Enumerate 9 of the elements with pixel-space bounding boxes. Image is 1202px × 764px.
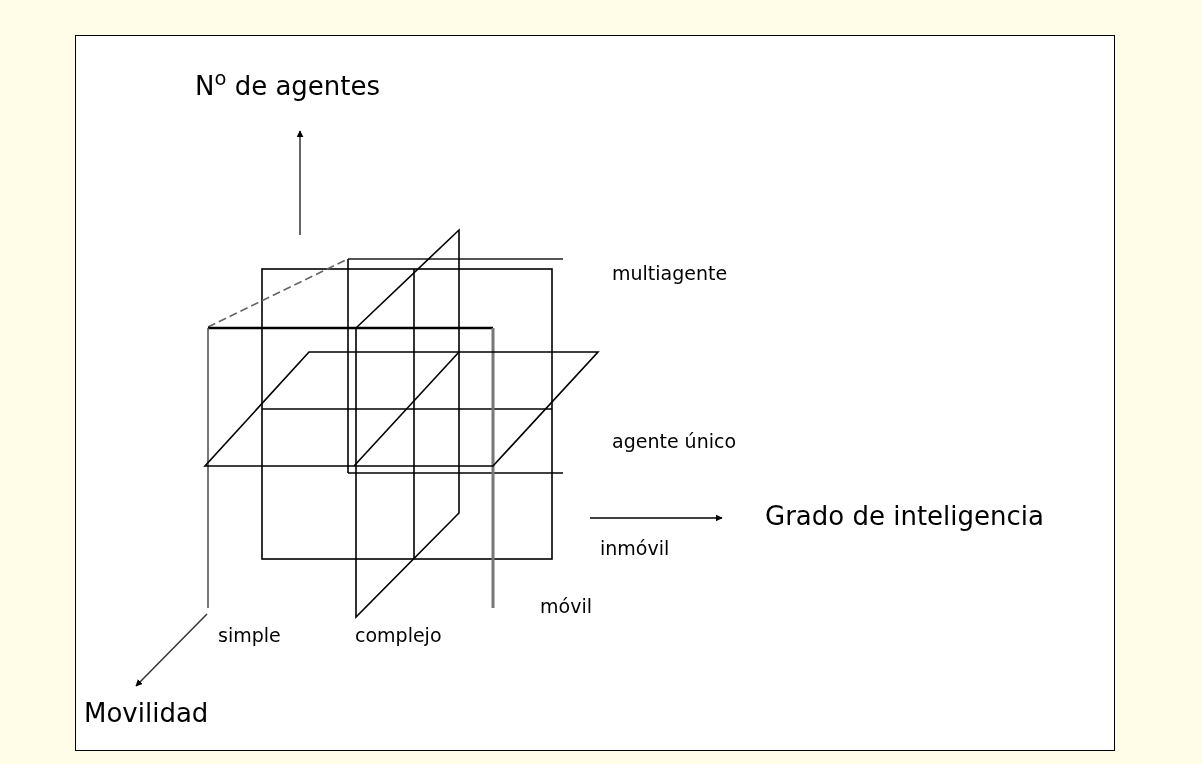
axis-label: multiagente [612, 262, 728, 286]
axis-label: agente único [612, 430, 737, 454]
axis-label: Movilidad [84, 697, 209, 730]
axis-label: inmóvil [600, 537, 670, 561]
axis-label: simple [218, 624, 281, 648]
axis-label: N$^{o}$ de agentes [195, 70, 381, 103]
axis-label: complejo [355, 624, 442, 648]
axis-label: Grado de inteligencia [765, 500, 1044, 533]
axis-label: móvil [540, 595, 592, 619]
